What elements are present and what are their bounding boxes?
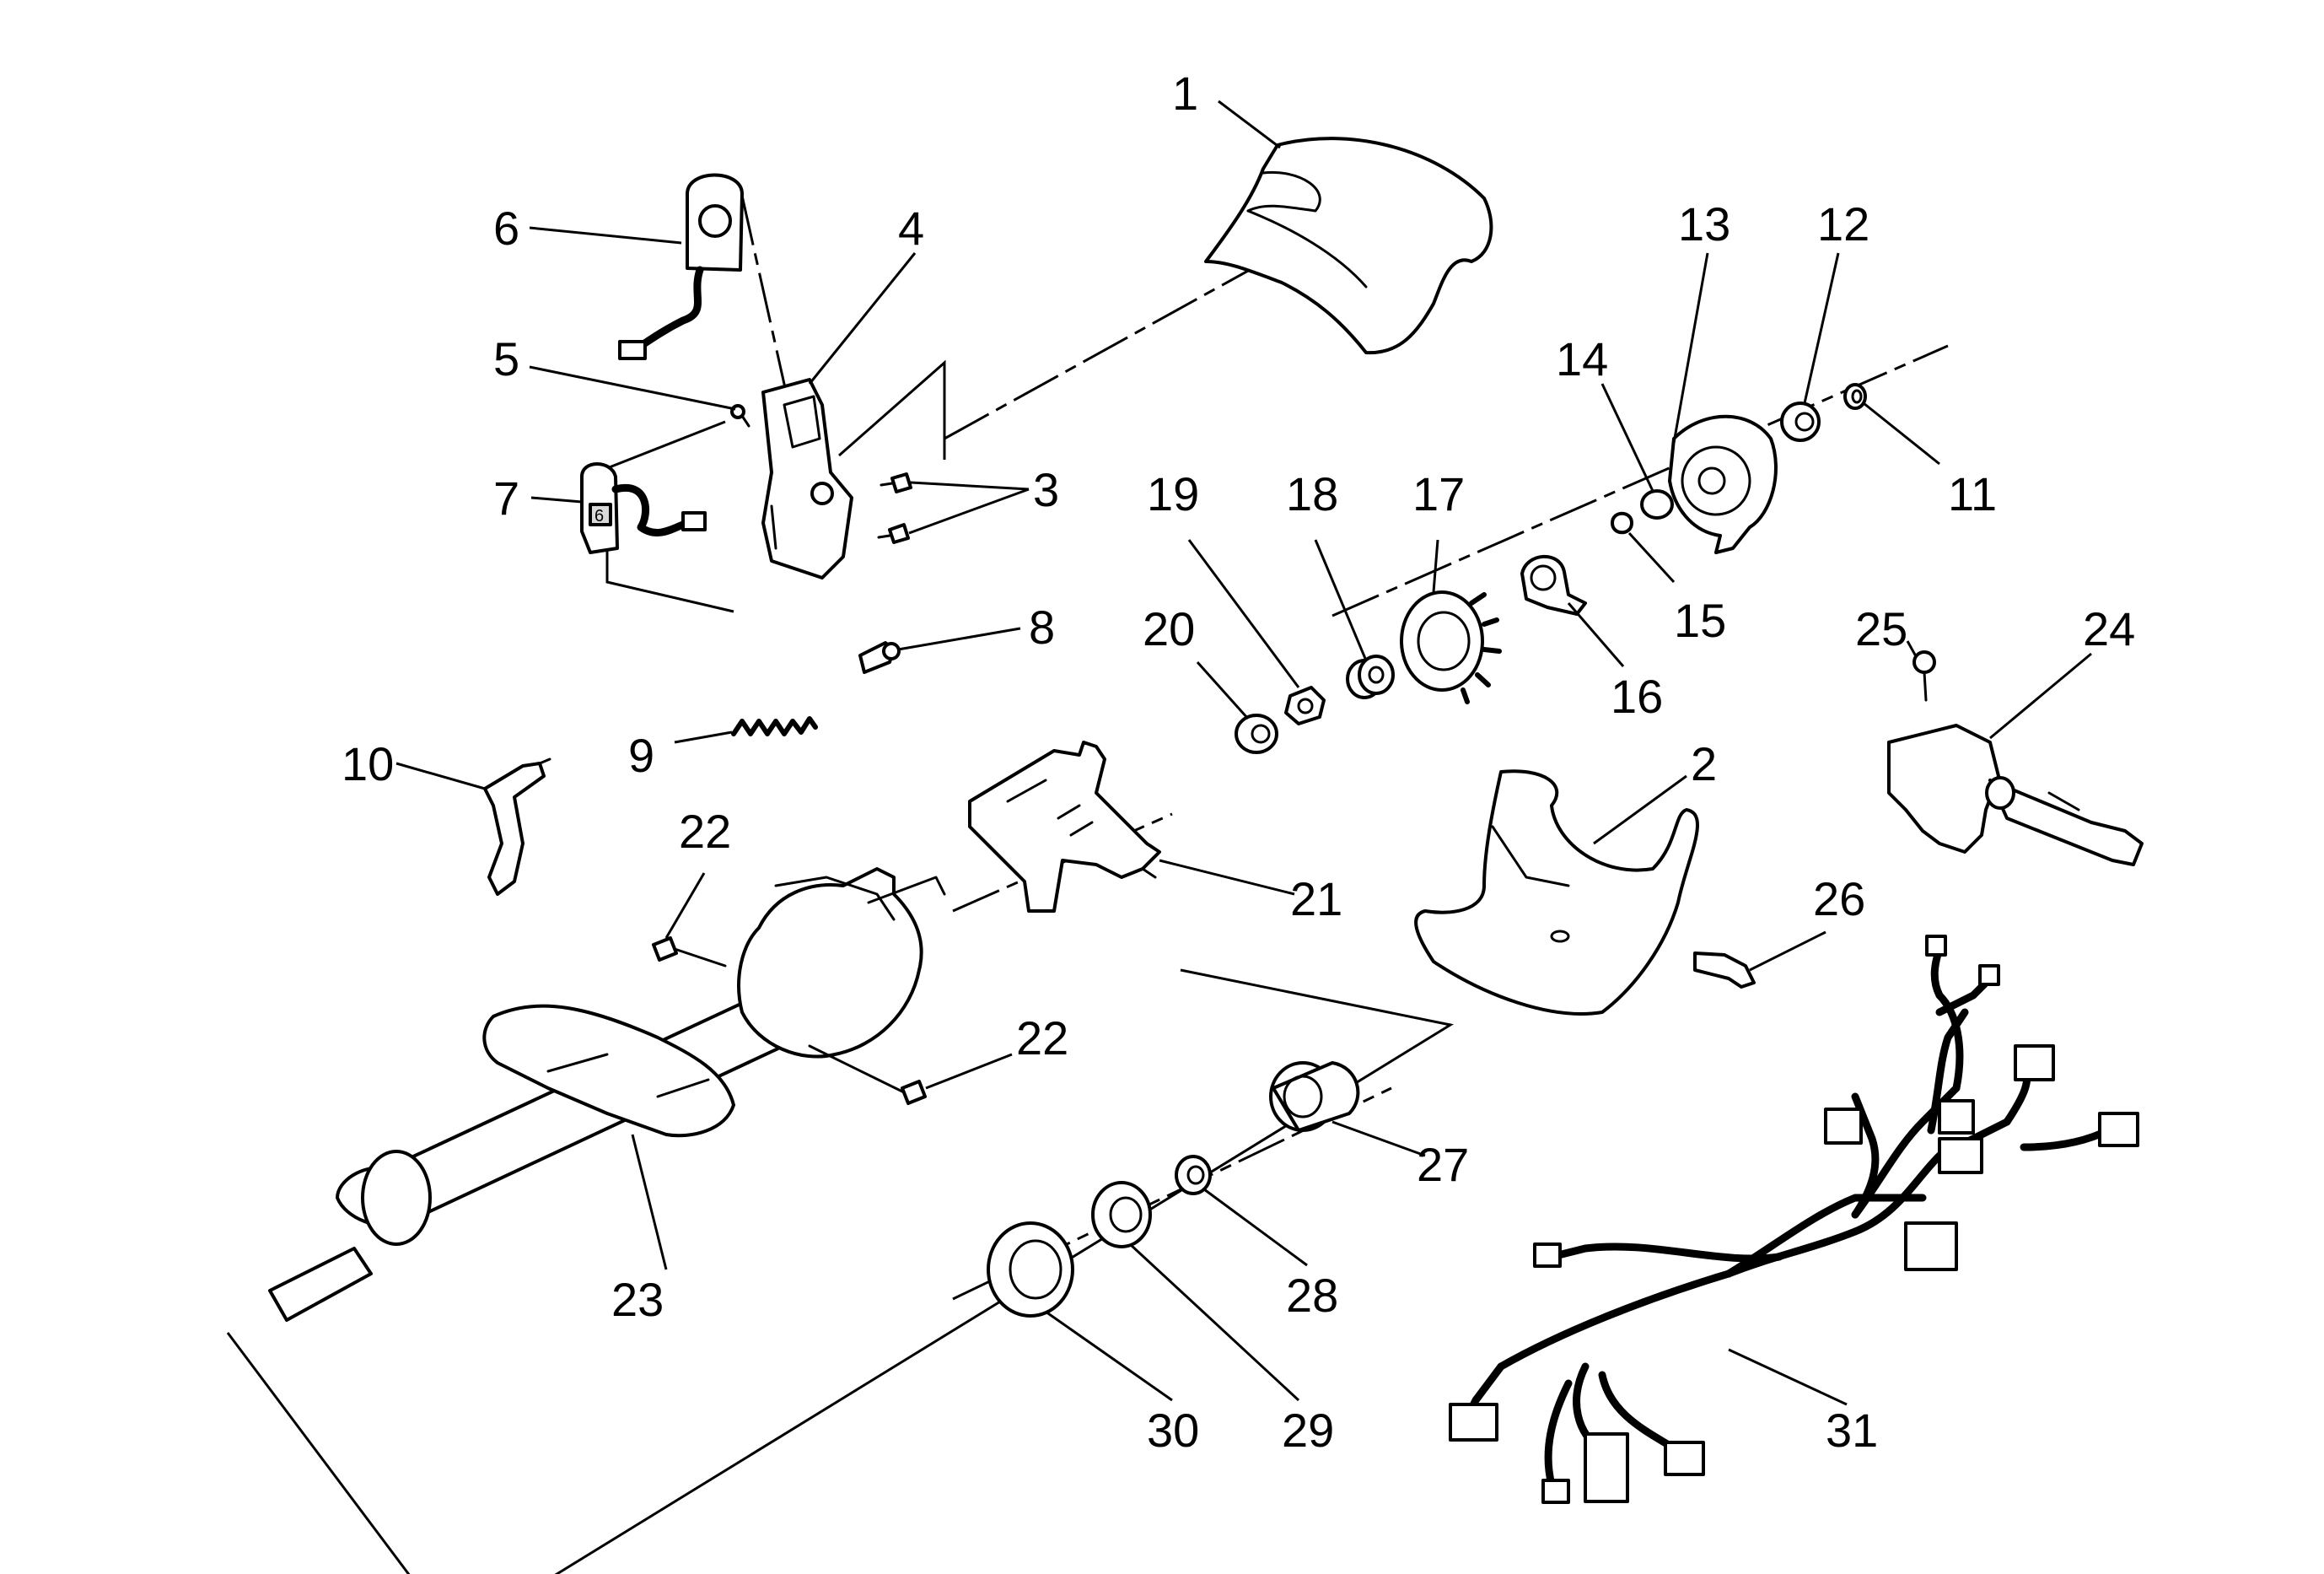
callout-25: 25 bbox=[1855, 602, 1907, 655]
assembly-axis-lines bbox=[740, 195, 1949, 1301]
callout-16: 16 bbox=[1611, 670, 1663, 723]
callout-3: 3 bbox=[1033, 463, 1059, 516]
spring-18 bbox=[1346, 655, 1395, 699]
callout-10: 10 bbox=[342, 737, 394, 790]
callout-29: 29 bbox=[1282, 1404, 1334, 1457]
bolt-22-lower bbox=[808, 1044, 927, 1105]
bezel-30 bbox=[987, 1221, 1074, 1318]
screws-3 bbox=[877, 472, 912, 544]
bracket-outline-lock bbox=[226, 968, 1455, 1574]
callout-19: 19 bbox=[1147, 467, 1199, 520]
callout-numbers: 1 2 3 4 5 6 7 8 9 10 11 12 13 14 15 16 1… bbox=[342, 67, 2135, 1457]
sensor-with-wire bbox=[618, 173, 744, 360]
callout-8: 8 bbox=[1029, 601, 1055, 654]
lock-sensor: 6 bbox=[580, 462, 707, 554]
seal-28 bbox=[1175, 1155, 1212, 1195]
callout-22-lower: 22 bbox=[1016, 1011, 1068, 1065]
washer-11 bbox=[1843, 383, 1867, 410]
bezel-29 bbox=[1091, 1181, 1152, 1248]
clip-26 bbox=[1693, 951, 1756, 989]
nut-19 bbox=[1284, 686, 1326, 725]
spring-9 bbox=[731, 716, 818, 736]
bolt-22-upper bbox=[652, 936, 727, 968]
callout-24: 24 bbox=[2083, 602, 2135, 655]
lock-cylinder-housing-27 bbox=[1269, 1061, 1360, 1132]
bracket-21 bbox=[968, 741, 1161, 913]
lever-10 bbox=[483, 757, 551, 896]
switch-housing bbox=[761, 378, 853, 579]
callout-22-upper: 22 bbox=[679, 805, 731, 858]
callout-27: 27 bbox=[1417, 1138, 1469, 1191]
callout-14: 14 bbox=[1556, 332, 1608, 385]
callout-12: 12 bbox=[1817, 197, 1869, 251]
screw-25 bbox=[1912, 650, 1936, 702]
callout-26: 26 bbox=[1813, 872, 1865, 925]
multifunction-switch-24 bbox=[1887, 724, 2144, 866]
upper-trim-cover bbox=[1204, 137, 1493, 355]
washer-20 bbox=[1235, 714, 1278, 754]
callout-6: 6 bbox=[493, 202, 519, 255]
callout-28: 28 bbox=[1286, 1269, 1338, 1322]
callout-13: 13 bbox=[1678, 197, 1730, 251]
callout-4: 4 bbox=[898, 202, 924, 255]
lock-sensor-mark: 6 bbox=[594, 507, 604, 526]
callout-21: 21 bbox=[1290, 872, 1342, 925]
callout-17: 17 bbox=[1412, 467, 1465, 520]
ring-15 bbox=[1611, 511, 1633, 535]
column-jacket-23 bbox=[268, 867, 946, 1322]
callout-11: 11 bbox=[1948, 467, 1997, 520]
callout-31: 31 bbox=[1826, 1404, 1878, 1457]
bearing-13 bbox=[1668, 414, 1778, 554]
wiring-harness-31 bbox=[1449, 935, 2139, 1504]
callout-5: 5 bbox=[493, 332, 519, 385]
callout-15: 15 bbox=[1674, 594, 1726, 647]
washer-12 bbox=[1780, 402, 1821, 442]
callout-18: 18 bbox=[1286, 467, 1338, 520]
callout-7: 7 bbox=[493, 472, 519, 525]
callout-23: 23 bbox=[611, 1273, 664, 1326]
callout-30: 30 bbox=[1147, 1404, 1199, 1457]
leader-lines bbox=[395, 100, 2092, 1406]
ring-14 bbox=[1640, 489, 1674, 520]
callout-2: 2 bbox=[1691, 737, 1717, 790]
callout-1: 1 bbox=[1172, 67, 1198, 120]
yoke-16 bbox=[1520, 554, 1587, 616]
pin-8 bbox=[858, 641, 901, 674]
callout-9: 9 bbox=[628, 729, 654, 782]
callout-20: 20 bbox=[1143, 602, 1195, 655]
lower-trim-cover bbox=[1414, 769, 1699, 1016]
gear-17 bbox=[1400, 590, 1502, 704]
